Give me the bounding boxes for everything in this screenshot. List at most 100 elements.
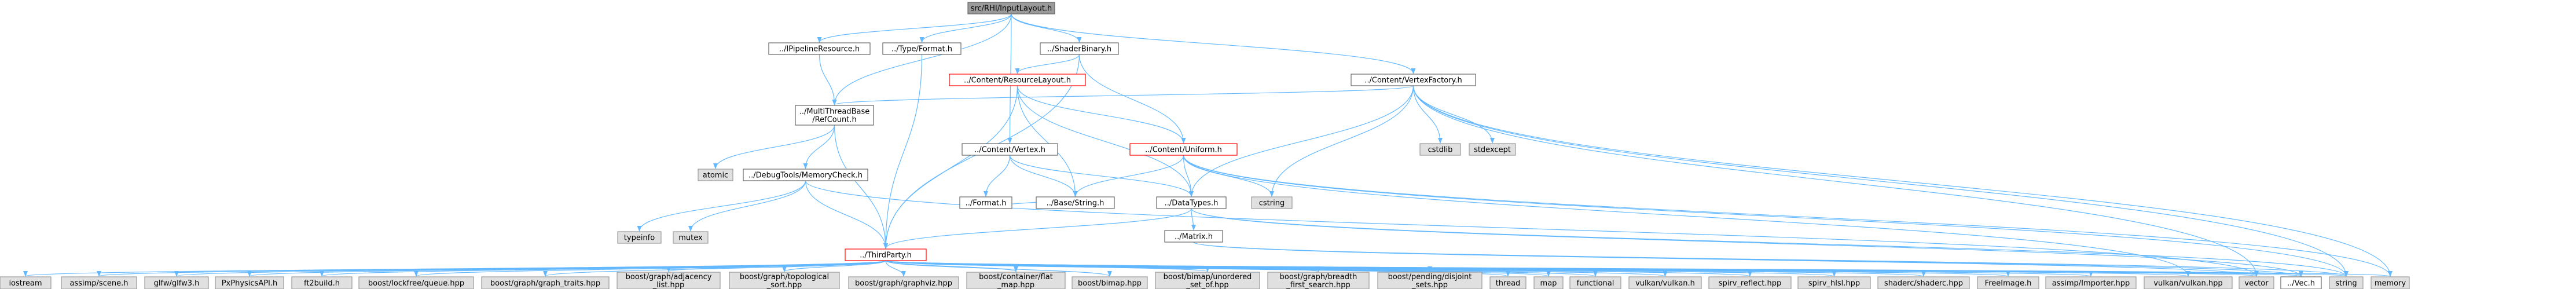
node-box bbox=[1708, 276, 1792, 289]
edge-vertex_factory-to-data_types bbox=[1189, 85, 1414, 197]
node-box bbox=[1469, 143, 1516, 156]
edge-multithread-to-third_party bbox=[834, 125, 888, 249]
node-label: _map.hpp bbox=[997, 281, 1034, 289]
node-vulkan-h: vulkan/vulkan.h bbox=[1628, 276, 1702, 289]
node-label: boost/graph/graphviz.hpp bbox=[855, 279, 952, 288]
node-label: ../Content/Uniform.h bbox=[1145, 146, 1222, 155]
node-shaderc: shaderc/shaderc.hpp bbox=[1877, 276, 1970, 289]
node-label: ../Matrix.h bbox=[1175, 233, 1213, 242]
node-multithread[interactable]: ../MultiThreadBase/RefCount.h bbox=[795, 105, 874, 126]
node-box bbox=[1628, 276, 1702, 289]
node-map: map bbox=[1533, 276, 1564, 289]
edge-content_vertex-to-base_string bbox=[1009, 155, 1078, 197]
node-box bbox=[1267, 272, 1370, 289]
edge-vertex_factory-to-memory bbox=[1412, 85, 2392, 277]
edge-content_uniform-to-cstring bbox=[1183, 155, 1274, 197]
node-label: ../Base/String.h bbox=[1047, 199, 1104, 208]
node-label: boost/bimap/unordered bbox=[1164, 273, 1252, 281]
node-label: boost/bimap.hpp bbox=[1078, 279, 1142, 288]
node-unordered-set: boost/bimap/unordered_set_of.hpp bbox=[1155, 272, 1260, 289]
edge-vertex_factory-to-multithread bbox=[832, 85, 1414, 105]
node-box bbox=[768, 42, 871, 55]
node-data-types[interactable]: ../DataTypes.h bbox=[1156, 196, 1227, 209]
edge-content_uniform-to-memory bbox=[1183, 155, 2392, 277]
node-label: boost/graph/topological bbox=[740, 273, 829, 281]
edge-shader_binary-to-content_uniform bbox=[1078, 54, 1186, 144]
node-label: _set_of.hpp bbox=[1186, 281, 1228, 289]
edge-type_format-to-third_party bbox=[883, 54, 923, 249]
edge-root-to-vertex_factory bbox=[1011, 13, 1416, 74]
node-matrix[interactable]: ../Matrix.h bbox=[1164, 230, 1223, 243]
node-label: ft2build.h bbox=[304, 279, 340, 288]
node-label: thread bbox=[1496, 279, 1521, 288]
node-box bbox=[795, 105, 874, 126]
node-label: ../Type/Format.h bbox=[891, 45, 952, 54]
node-box bbox=[291, 276, 353, 289]
node-format-h[interactable]: ../Format.h bbox=[959, 196, 1012, 209]
node-label: ../IPipelineResource.h bbox=[779, 45, 860, 54]
node-box bbox=[743, 169, 868, 181]
node-label: ../Content/Vertex.h bbox=[974, 146, 1045, 155]
node-box bbox=[882, 42, 962, 55]
node-box bbox=[967, 2, 1055, 14]
node-box bbox=[962, 143, 1058, 156]
edge-third_party-to-adjacency bbox=[666, 260, 886, 272]
node-resource-layout[interactable]: ../Content/ResourceLayout.h bbox=[949, 74, 1086, 86]
node-memory: memory bbox=[2370, 276, 2410, 289]
node-assimp-scene: assimp/scene.h bbox=[61, 276, 137, 289]
node-label: ../Format.h bbox=[966, 199, 1007, 208]
node-lockfree: boost/lockfree/queue.hpp bbox=[358, 276, 474, 289]
node-box bbox=[2370, 276, 2410, 289]
node-shader-binary[interactable]: ../ShaderBinary.h bbox=[1040, 42, 1119, 55]
edge-content_uniform-to-base_string bbox=[1073, 155, 1184, 197]
edge-multithread-to-atomic bbox=[713, 125, 835, 169]
node-label: boost/graph/graph_traits.hpp bbox=[490, 279, 600, 288]
node-spirv-reflect: spirv_reflect.hpp bbox=[1708, 276, 1792, 289]
edge-root-to-shader_binary bbox=[1011, 13, 1082, 43]
edge-resource_layout-to-content_uniform bbox=[1017, 85, 1186, 144]
node-vertex-factory[interactable]: ../Content/VertexFactory.h bbox=[1351, 74, 1476, 86]
node-pipeline-resource[interactable]: ../IPipelineResource.h bbox=[768, 42, 871, 55]
edge-content_uniform-to-data_types bbox=[1183, 155, 1194, 197]
node-label: src/RHI/InputLayout.h bbox=[971, 5, 1052, 13]
node-label: _list.hpp bbox=[652, 281, 684, 289]
node-cstring: cstring bbox=[1251, 196, 1293, 209]
node-label: mutex bbox=[678, 234, 703, 243]
node-graphviz: boost/graph/graphviz.hpp bbox=[848, 276, 959, 289]
node-box bbox=[1036, 196, 1115, 209]
node-box bbox=[2239, 276, 2274, 289]
node-box bbox=[1877, 276, 1970, 289]
edge-vertex_factory-to-cstdlib bbox=[1412, 85, 1443, 144]
node-label: ../Vec.h bbox=[2287, 279, 2315, 288]
node-physx: PxPhysicsAPI.h bbox=[215, 276, 284, 289]
node-box bbox=[2329, 276, 2364, 289]
node-label: ../Content/ResourceLayout.h bbox=[964, 76, 1071, 85]
node-content-vertex[interactable]: ../Content/Vertex.h bbox=[962, 143, 1058, 156]
node-label: _sort.hpp bbox=[766, 281, 802, 289]
node-box bbox=[1797, 276, 1871, 289]
node-box bbox=[144, 276, 209, 289]
node-debug-memcheck[interactable]: ../DebugTools/MemoryCheck.h bbox=[743, 169, 868, 181]
node-label: _first_search.hpp bbox=[1286, 281, 1350, 289]
node-vec-h[interactable]: ../Vec.h bbox=[2280, 276, 2322, 289]
node-box bbox=[358, 276, 474, 289]
node-type-format[interactable]: ../Type/Format.h bbox=[882, 42, 962, 55]
node-box bbox=[1533, 276, 1564, 289]
edge-third_party-to-graph_traits bbox=[543, 260, 886, 277]
node-base-string[interactable]: ../Base/String.h bbox=[1036, 196, 1115, 209]
node-label: iostream bbox=[9, 279, 42, 288]
node-box bbox=[848, 276, 959, 289]
node-label: atomic bbox=[703, 171, 728, 180]
node-label: boost/lockfree/queue.hpp bbox=[368, 279, 464, 288]
node-box bbox=[1569, 276, 1621, 289]
edge-root-to-multithread bbox=[832, 13, 1012, 105]
node-root[interactable]: src/RHI/InputLayout.h bbox=[967, 2, 1055, 14]
node-box bbox=[617, 272, 721, 289]
node-bfs: boost/graph/breadth_first_search.hpp bbox=[1267, 272, 1370, 289]
node-third-party[interactable]: ../ThirdParty.h bbox=[845, 248, 927, 261]
edge-layer bbox=[24, 13, 2392, 277]
node-box bbox=[2144, 276, 2233, 289]
node-label: ../DataTypes.h bbox=[1165, 199, 1219, 208]
node-box bbox=[1072, 276, 1148, 289]
node-content-uniform[interactable]: ../Content/Uniform.h bbox=[1129, 143, 1238, 156]
